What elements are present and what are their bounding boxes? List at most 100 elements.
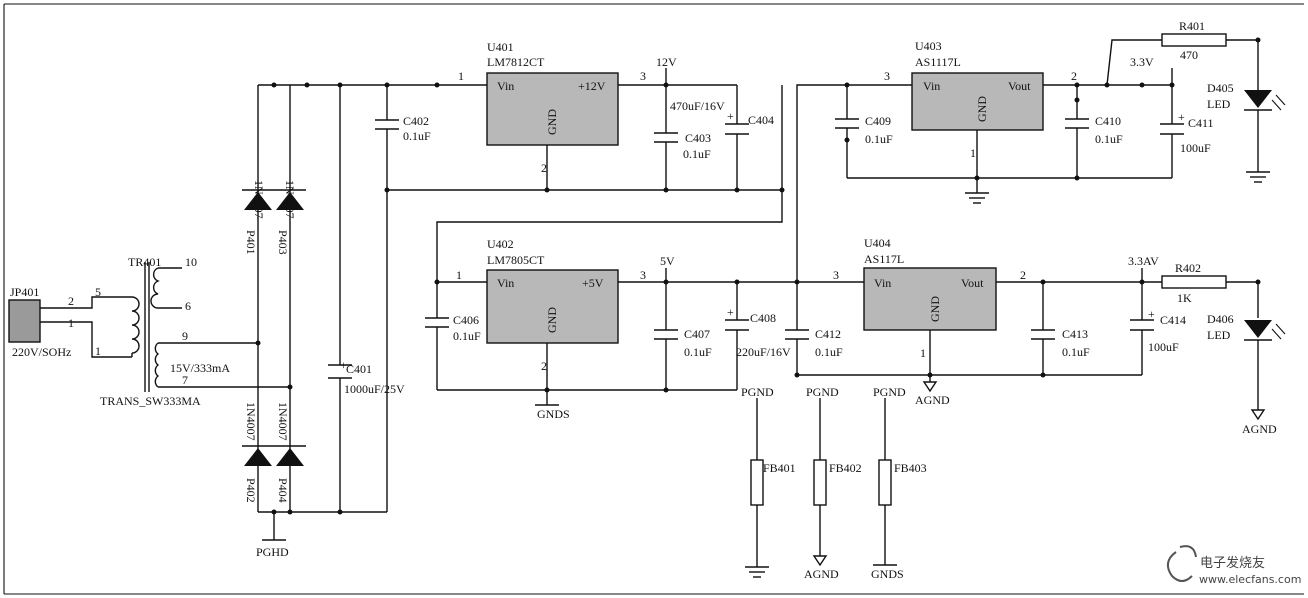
capacitor-c410: C410 0.1uF xyxy=(1065,114,1123,146)
c401-plus: + xyxy=(340,358,347,372)
pghd-label: PGHD xyxy=(256,545,289,559)
capacitor-c401: + C401 1000uF/25V xyxy=(328,358,405,396)
p403-ref: P403 xyxy=(276,230,290,255)
c409-ref: C409 xyxy=(865,114,891,128)
p404-ref: P404 xyxy=(276,478,290,503)
u403-pin-gnd: 1 xyxy=(970,146,976,160)
c407-ref: C407 xyxy=(684,327,710,341)
capacitor-c408: + C408 220uF/16V xyxy=(725,305,791,359)
ferrite-bead-fb403: PGND FB403 GNDS xyxy=(871,385,927,581)
regulator-u403: U403 AS1117L Vin Vout GND 3 2 1 3.3V xyxy=(884,39,1154,160)
net-3v3a: 3.3AV xyxy=(1128,254,1159,268)
r402-ref: R402 xyxy=(1175,261,1201,275)
net-5v: 5V xyxy=(660,254,675,268)
c413-ref: C413 xyxy=(1062,327,1088,341)
led-d405: D405 LED xyxy=(1207,81,1286,111)
u403-vout: Vout xyxy=(1008,79,1031,93)
capacitor-c403: C403 0.1uF xyxy=(654,131,711,161)
u403-ref: U403 xyxy=(915,39,942,53)
u404-gnd: GND xyxy=(928,296,942,322)
u403-pin-out: 2 xyxy=(1071,69,1077,83)
p403-part: 1N4007 xyxy=(283,180,297,219)
led-d406: D406 LED AGND xyxy=(1207,312,1286,436)
u401-pin-out: 3 xyxy=(640,69,646,83)
capacitor-c404: + C404 470uF/16V xyxy=(670,99,774,135)
u401-ref: U401 xyxy=(487,40,514,54)
regulator-u401: U401 LM7812CT Vin +12V GND 1 3 2 12V xyxy=(458,40,677,175)
u402-vout: +5V xyxy=(582,276,604,290)
c410-ref: C410 xyxy=(1095,114,1121,128)
fb402-ref: FB402 xyxy=(829,461,862,475)
resistor-r401: R401 470 xyxy=(1161,19,1227,62)
u401-gnd: GND xyxy=(545,109,559,135)
u403-gnd: GND xyxy=(975,96,989,122)
c404-ref: C404 xyxy=(748,113,774,127)
diode-p404-symbol xyxy=(276,448,304,466)
fb402-top-label: PGND xyxy=(806,385,839,399)
p401-ref: P401 xyxy=(244,230,258,255)
jp401-pin2: 2 xyxy=(68,294,74,308)
diode-p403-symbol xyxy=(276,192,304,210)
net-12v: 12V xyxy=(656,55,677,69)
tr401-pin10: 10 xyxy=(185,255,197,269)
u404-part: AS117L xyxy=(864,252,904,266)
capacitor-c412: C412 0.1uF xyxy=(785,327,843,359)
c403-value: 0.1uF xyxy=(683,147,711,161)
u402-pin-out: 3 xyxy=(640,268,646,282)
u404-vout: Vout xyxy=(961,276,984,290)
c411-ref: C411 xyxy=(1188,116,1214,130)
watermark-logo-icon xyxy=(1166,545,1197,582)
jp401-ref: JP401 xyxy=(10,285,39,299)
u402-pin-in: 1 xyxy=(456,268,462,282)
tr401-ref: TR401 xyxy=(128,255,161,269)
tr401-pin5: 5 xyxy=(95,285,101,299)
c407-value: 0.1uF xyxy=(684,345,712,359)
d405-type: LED xyxy=(1207,97,1231,111)
tr401-pin7: 7 xyxy=(182,373,188,387)
u404-ref: U404 xyxy=(864,236,891,250)
d406-type: LED xyxy=(1207,328,1231,342)
p402-part: 1N4007 xyxy=(244,402,258,441)
fb402-bottom-label: AGND xyxy=(804,567,839,581)
c410-value: 0.1uF xyxy=(1095,132,1123,146)
u404-pin-in: 3 xyxy=(833,268,839,282)
c406-ref: C406 xyxy=(453,313,479,327)
fb403-top-label: PGND xyxy=(873,385,906,399)
c404-value: 470uF/16V xyxy=(670,99,725,113)
fb403-ref: FB403 xyxy=(894,461,927,475)
diode-p402-symbol xyxy=(244,448,272,466)
p402-ref: P402 xyxy=(244,478,258,503)
junctions xyxy=(255,37,1261,515)
c412-ref: C412 xyxy=(815,327,841,341)
p404-part: 1N4007 xyxy=(276,402,290,441)
u401-part: LM7812CT xyxy=(487,55,545,69)
connector-jp401: JP401 2 1 220V/SOHz xyxy=(8,285,74,359)
regulator-u404: U404 AS117L Vin Vout GND 3 2 1 3.3AV AGN… xyxy=(833,236,1159,407)
tr401-pin1: 1 xyxy=(95,344,101,358)
u402-pin-gnd: 2 xyxy=(541,359,547,373)
c406-value: 0.1uF xyxy=(453,329,481,343)
net-gnds: GNDS xyxy=(537,407,570,421)
u403-vin: Vin xyxy=(923,79,940,93)
r401-ref: R401 xyxy=(1179,19,1205,33)
tr401-pin6: 6 xyxy=(185,299,191,313)
c401-value: 1000uF/25V xyxy=(344,382,405,396)
transformer-tr401: TR401 5 1 10 6 9 7 15V/333mA TRANS_SW333… xyxy=(95,255,230,408)
u404-pin-out: 2 xyxy=(1020,268,1026,282)
tr401-part: TRANS_SW333MA xyxy=(100,394,201,408)
watermark-url: www.elecfans.com xyxy=(1199,573,1301,586)
capacitor-c413: C413 0.1uF xyxy=(1031,327,1090,359)
jp401-pin1: 1 xyxy=(68,316,74,330)
u402-part: LM7805CT xyxy=(487,253,545,267)
fb401-top-label: PGND xyxy=(741,385,774,399)
c411-plus: + xyxy=(1178,110,1185,124)
u401-pin-gnd: 2 xyxy=(541,161,547,175)
c402-ref: C402 xyxy=(403,114,429,128)
net-3v3: 3.3V xyxy=(1130,55,1154,69)
fb401-ref: FB401 xyxy=(763,461,796,475)
c403-ref: C403 xyxy=(685,131,711,145)
c404-plus: + xyxy=(727,109,734,123)
c411-value: 100uF xyxy=(1180,141,1211,155)
c414-plus: + xyxy=(1148,307,1155,321)
